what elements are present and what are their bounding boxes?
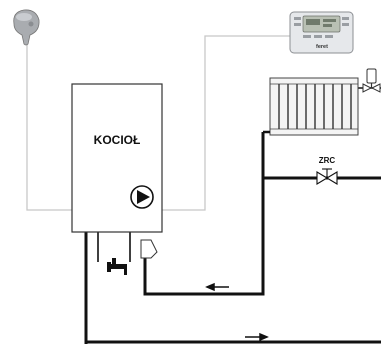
boiler-body — [71, 83, 163, 233]
water-pipes — [84, 132, 381, 344]
flow-arrow-icon — [205, 282, 229, 292]
boiler: KOCIOŁ — [71, 83, 163, 233]
thermostatic-head-icon — [362, 68, 381, 93]
thermostat-brand-label: feret — [316, 44, 328, 50]
flow-arrow-icon-supply — [245, 332, 269, 342]
room-thermostat-icon: feret — [289, 11, 354, 54]
signal-wiring — [26, 35, 291, 211]
zone-valve-icon — [316, 168, 338, 185]
return-pipe — [143, 176, 381, 296]
zone-valve-label: ZRC — [319, 156, 336, 165]
thermostat-wire — [162, 35, 291, 211]
radiator-icon — [263, 77, 359, 136]
boiler-label: KOCIOŁ — [94, 133, 141, 147]
outdoor-sensor-icon — [13, 9, 40, 46]
return-fitting-icon — [140, 239, 158, 259]
pump-icon — [130, 185, 154, 209]
outdoor-sensor-wire — [26, 38, 72, 211]
tap-icon — [107, 258, 127, 275]
